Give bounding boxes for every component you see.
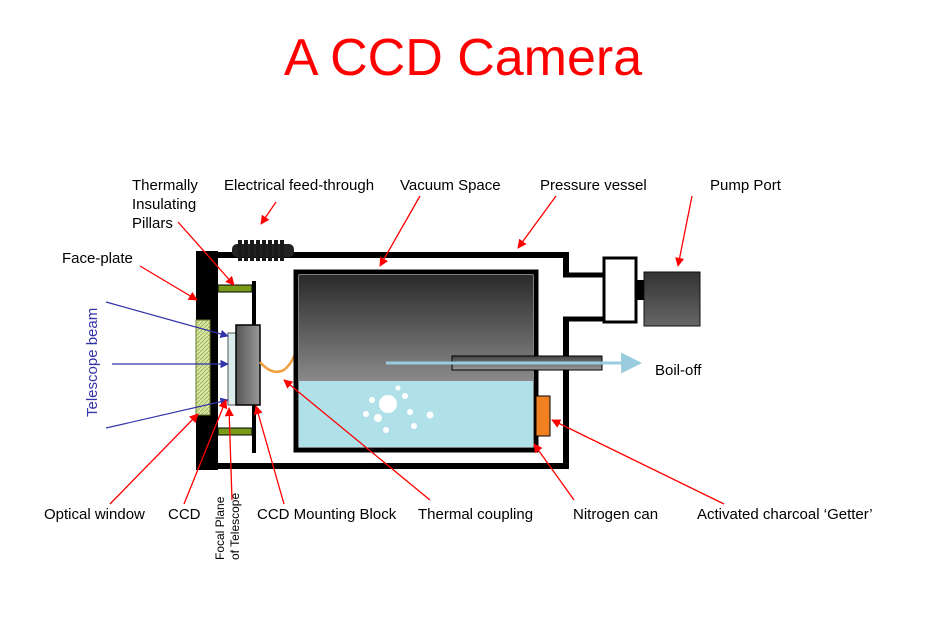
insulating-pillar-top xyxy=(217,284,253,293)
optical-window xyxy=(195,319,211,416)
label-of-telescope: of Telescope xyxy=(228,493,242,560)
label-boiloff: Boil-off xyxy=(655,362,702,379)
label-thermal-coupling: Thermal coupling xyxy=(418,506,533,523)
coupling-arrow xyxy=(283,379,431,501)
label-ccd: CCD xyxy=(168,506,201,523)
pump-port xyxy=(643,271,701,327)
getter-arrow xyxy=(551,419,725,505)
ccd xyxy=(227,332,237,406)
faceplate-arrow xyxy=(139,265,198,301)
label-charcoal-getter: Activated charcoal ‘Getter’ xyxy=(697,506,873,523)
pressure-arrow xyxy=(517,195,557,249)
label-mounting-block: CCD Mounting Block xyxy=(257,506,397,523)
label-faceplate: Face-plate xyxy=(62,250,133,267)
label-optical-window: Optical window xyxy=(44,506,145,523)
thermal-coupling xyxy=(259,343,300,373)
charcoal-getter xyxy=(535,395,551,437)
insulating-pillar-bottom xyxy=(217,427,253,436)
label-pressure: Pressure vessel xyxy=(540,177,647,194)
liquid-nitrogen xyxy=(299,381,533,447)
bubbles xyxy=(363,385,434,433)
label-telescope-beam: Telescope beam xyxy=(84,308,101,417)
page-title: A CCD Camera xyxy=(283,29,643,87)
mounting-arrow xyxy=(253,405,285,505)
label-pump: Pump Port xyxy=(710,177,782,194)
label-insulating: Insulating xyxy=(132,196,196,213)
label-pillars: Pillars xyxy=(132,215,173,232)
label-focal-plane: Focal Plane xyxy=(213,496,227,560)
label-thermally: Thermally xyxy=(132,177,198,194)
ccd-arrow xyxy=(183,399,228,505)
pump-arrow xyxy=(675,195,693,267)
window-arrow xyxy=(109,413,199,505)
vacuum-arrow xyxy=(379,195,421,267)
pillars-arrow xyxy=(177,221,235,286)
focal-arrow xyxy=(224,407,234,501)
ccd-mounting-block xyxy=(235,324,261,406)
telescope-beam-arrows xyxy=(105,301,229,429)
electrical-arrow xyxy=(260,201,277,225)
label-nitrogen-can: Nitrogen can xyxy=(573,506,658,523)
label-electrical: Electrical feed-through xyxy=(224,177,374,194)
label-vacuum: Vacuum Space xyxy=(400,177,501,194)
pump-port-flange xyxy=(602,256,638,324)
nitrogen-arrow xyxy=(533,443,575,501)
electrical-feed-through xyxy=(232,240,294,261)
